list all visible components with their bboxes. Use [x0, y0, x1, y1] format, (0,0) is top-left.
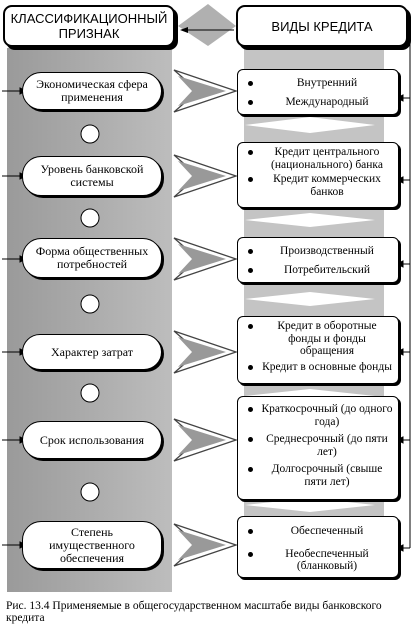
- credit-types-box: Обеспеченный Необеспеченный (бланковый): [237, 516, 399, 578]
- credit-types-box: Кредит центрального (национального) банк…: [237, 142, 399, 208]
- sign-label: Срок использования: [39, 432, 145, 447]
- credit-types-box: Краткосрочный (до одного года) Среднесро…: [237, 396, 399, 500]
- credit-type-item: Обеспеченный: [246, 525, 394, 538]
- sign-pill: Срок использования: [22, 421, 162, 459]
- header-left-title: КЛАССИФИКАЦИОННЫЙ ПРИЗНАК: [10, 11, 168, 41]
- credit-type-item: Кредит в основные фонды: [246, 361, 394, 374]
- credit-types-box: Производственный Потребительский: [237, 237, 399, 283]
- header-connector-diamond: [178, 4, 236, 46]
- credit-type-item: Краткосрочный (до одного года): [246, 403, 394, 428]
- sign-pill: Экономическая сфера применения: [22, 72, 162, 110]
- right-column-diamonds: [245, 117, 375, 512]
- credit-types-box: Внутренний Международный: [237, 69, 399, 115]
- sign-label: Уровень банковской системы: [40, 162, 144, 189]
- header-right-title: ВИДЫ КРЕДИТА: [271, 18, 373, 34]
- credit-type-item: Производственный: [246, 245, 394, 258]
- header-credit-types: ВИДЫ КРЕДИТА: [236, 5, 408, 47]
- credit-type-item: Среднесрочный (до пяти лет): [246, 433, 394, 458]
- credit-type-item: Долгосрочный (свыше пяти лет): [246, 463, 394, 488]
- sign-pill: Степень имущественного обеспечения: [22, 521, 162, 569]
- credit-type-item: Потребительский: [246, 264, 394, 277]
- sign-label: Форма общественных потребностей: [35, 244, 149, 271]
- credit-type-item: Кредит в оборотные фонды и фонды обращен…: [246, 320, 394, 358]
- header-classification-sign: КЛАССИФИКАЦИОННЫЙ ПРИЗНАК: [3, 5, 175, 47]
- figure-caption: Рис. 13.4 Применяемые в общегосударствен…: [6, 600, 382, 624]
- credit-type-item: Внутренний: [246, 77, 394, 90]
- sign-label: Степень имущественного обеспечения: [49, 524, 135, 565]
- credit-type-item: Кредит центрального (национального) банк…: [246, 146, 394, 171]
- left-column-circles: [80, 124, 100, 502]
- chevron-connectors: [173, 69, 239, 567]
- sign-pill: Уровень банковской системы: [22, 156, 162, 196]
- sign-pill: Форма общественных потребностей: [22, 238, 162, 278]
- credit-type-item: Кредит коммерческих банков: [246, 173, 394, 198]
- sign-label: Экономическая сфера применения: [36, 77, 148, 104]
- sign-label: Характер затрат: [51, 344, 133, 359]
- credit-type-item: Необеспеченный (бланковый): [246, 548, 394, 573]
- credit-types-box: Кредит в оборотные фонды и фонды обращен…: [237, 316, 399, 384]
- credit-type-item: Международный: [246, 96, 394, 109]
- sign-pill: Характер затрат: [22, 334, 162, 370]
